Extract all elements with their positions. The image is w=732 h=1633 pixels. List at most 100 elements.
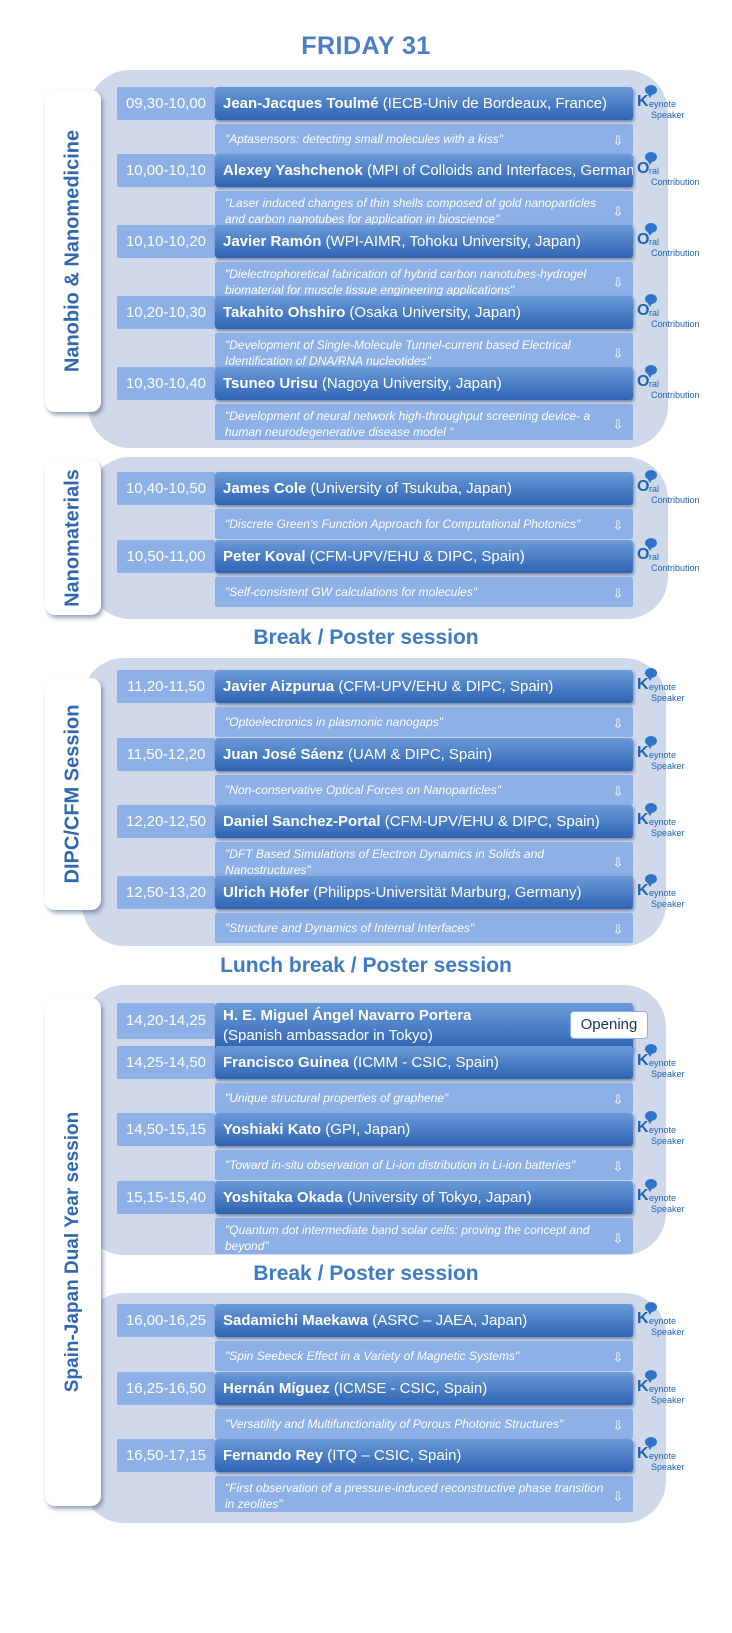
badge-text: Speaker (651, 110, 685, 120)
badge-text: eynote (649, 1193, 677, 1203)
speaker-name: Javier Ramón (223, 233, 322, 250)
talk-title: "Self-consistent GW calculations for mol… (215, 577, 633, 607)
badge-letter: O (637, 302, 650, 319)
arrow-down-icon[interactable]: ⇩ (612, 586, 624, 601)
arrow-down-icon[interactable]: ⇩ (612, 1489, 624, 1504)
arrow-down-icon[interactable]: ⇩ (612, 855, 624, 870)
arrow-down-icon[interactable]: ⇩ (612, 518, 624, 533)
opening-badge: Opening (570, 1011, 648, 1039)
arrow-down-icon[interactable]: ⇩ (612, 417, 624, 432)
speech-bubble-icon (645, 294, 657, 307)
badge-letter: O (637, 160, 650, 177)
session-tab-nanomaterials: Nanomaterials (45, 460, 101, 615)
badge-text: Speaker (651, 1327, 685, 1337)
speaker-bar: Javier Aizpurua (CFM-UPV/EHU & DIPC, Spa… (215, 670, 633, 703)
badge-letter: K (637, 1119, 649, 1136)
talk-title: "DFT Based Simulations of Electron Dynam… (215, 842, 633, 878)
badge-text: ral (649, 237, 660, 247)
badge-text: Contribution (651, 563, 700, 573)
arrow-down-icon[interactable]: ⇩ (612, 1092, 624, 1107)
talk-time: 16,25-16,50 (117, 1372, 215, 1405)
talk-time: 12,50-13,20 (117, 876, 215, 909)
talk-title: "First observation of a pressure-induced… (215, 1476, 633, 1512)
talk-time: 16,00-16,25 (117, 1304, 215, 1337)
arrow-down-icon[interactable]: ⇩ (612, 204, 624, 219)
arrow-down-icon[interactable]: ⇩ (612, 716, 624, 731)
speaker-name: Peter Koval (223, 548, 306, 565)
speaker-affiliation: (CFM-UPV/EHU & DIPC, Spain) (334, 678, 554, 695)
speech-bubble-icon (645, 874, 657, 887)
speaker-affiliation: (Philipps-Universität Marburg, Germany) (308, 884, 582, 901)
speaker-bar: Javier Ramón (WPI-AIMR, Tohoku Universit… (215, 225, 633, 258)
speech-bubble-icon (645, 668, 657, 681)
speaker-bar: Sadamichi Maekawa (ASRC – JAEA, Japan) (215, 1304, 633, 1337)
break-label: Lunch break / Poster session (220, 954, 512, 977)
speaker-affiliation: (University of Tsukuba, Japan) (306, 480, 513, 497)
badge-text: ral (649, 552, 660, 562)
badge-text: eynote (649, 750, 677, 760)
day-title: FRIDAY 31 (301, 32, 431, 60)
arrow-down-icon[interactable]: ⇩ (612, 133, 624, 148)
session-label: Nanobio & Nanomedicine (61, 129, 84, 373)
arrow-down-icon[interactable]: ⇩ (612, 1350, 624, 1365)
badge-letter: K (637, 1310, 649, 1327)
speaker-affiliation: (Nagoya University, Japan) (317, 375, 502, 392)
talk-time: 11,50-12,20 (117, 738, 215, 771)
arrow-down-icon[interactable]: ⇩ (612, 922, 624, 937)
talk-title: "Aptasensors: detecting small molecules … (215, 124, 633, 154)
arrow-down-icon[interactable]: ⇩ (612, 346, 624, 361)
talk-time: 10,50-11,00 (117, 540, 215, 573)
badge-letter: O (637, 373, 650, 390)
arrow-down-icon[interactable]: ⇩ (612, 1231, 624, 1246)
badge-letter: K (637, 882, 649, 899)
arrow-down-icon[interactable]: ⇩ (612, 275, 624, 290)
badge-text: eynote (649, 1316, 677, 1326)
speech-bubble-icon (645, 470, 657, 483)
speaker-bar: Peter Koval (CFM-UPV/EHU & DIPC, Spain) (215, 540, 633, 573)
badge-text: ral (649, 166, 660, 176)
badge-text: Contribution (651, 177, 700, 187)
badge-text: Contribution (651, 248, 700, 258)
arrow-down-icon[interactable]: ⇩ (612, 1418, 624, 1433)
badge-letter: O (637, 546, 650, 563)
talk-title: "Spin Seebeck Effect in a Variety of Mag… (215, 1341, 633, 1371)
speech-bubble-icon (645, 803, 657, 816)
speaker-affiliation: (MPI of Colloids and Interfaces, Germany… (362, 162, 633, 179)
arrow-down-icon[interactable]: ⇩ (612, 1159, 624, 1174)
badge-letter: O (637, 231, 650, 248)
speaker-bar: Fernando Rey (ITQ – CSIC, Spain) (215, 1439, 633, 1472)
talk-time: 10,40-10,50 (117, 472, 215, 505)
speaker-affiliation: (CFM-UPV/EHU & DIPC, Spain) (305, 548, 525, 565)
speaker-name: Hernán Míguez (223, 1380, 330, 1397)
badge-text: Speaker (651, 828, 685, 838)
speaker-name: Juan José Sáenz (223, 746, 344, 763)
speech-bubble-icon (645, 538, 657, 551)
speaker-affiliation: (ITQ – CSIC, Spain) (323, 1447, 462, 1464)
badge-text: Speaker (651, 1462, 685, 1472)
speaker-name: Tsuneo Urisu (223, 375, 318, 392)
talk-title: "Development of neural network high-thro… (215, 404, 633, 440)
speech-bubble-icon (645, 1302, 657, 1315)
badge-text: eynote (649, 99, 677, 109)
badge-letter: K (637, 1445, 649, 1462)
speaker-name: Yoshitaka Okada (223, 1189, 343, 1206)
speaker-name: Francisco Guinea (223, 1054, 349, 1071)
arrow-down-icon[interactable]: ⇩ (612, 784, 624, 799)
badge-text: Speaker (651, 899, 685, 909)
speaker-bar: Hernán Míguez (ICMSE - CSIC, Spain) (215, 1372, 633, 1405)
speaker-name: Fernando Rey (223, 1447, 324, 1464)
speech-bubble-icon (645, 1437, 657, 1450)
speech-bubble-icon (645, 1111, 657, 1124)
speech-bubble-icon (645, 1370, 657, 1383)
